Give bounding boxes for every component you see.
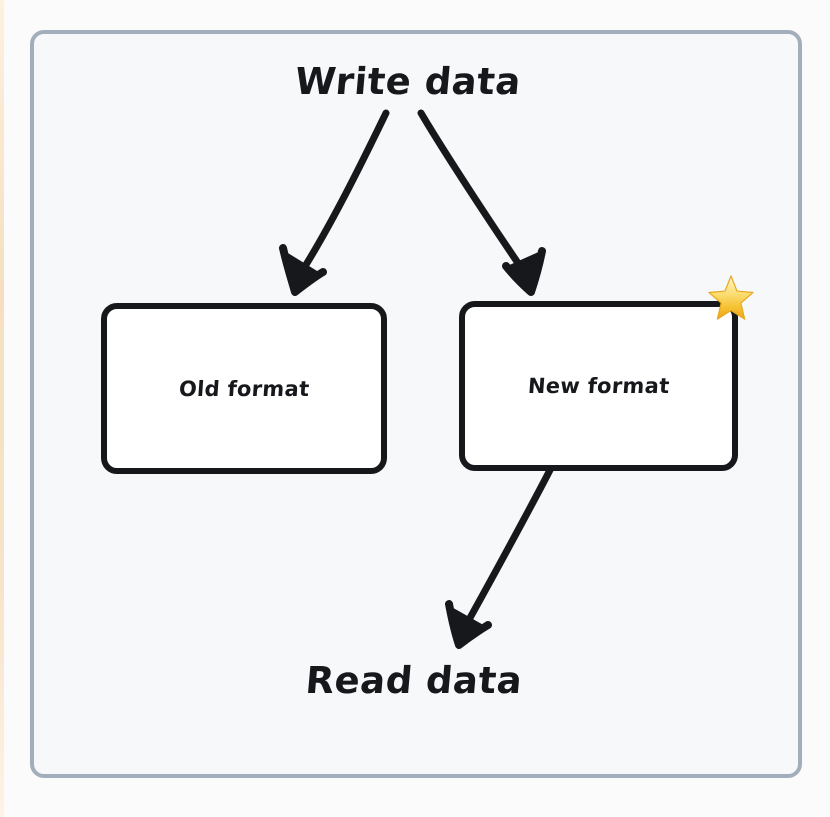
node-new-format-label: New format xyxy=(526,374,671,398)
node-new-format[interactable]: New format xyxy=(459,301,738,471)
write-data-label: Write data xyxy=(293,60,523,103)
star-icon xyxy=(708,275,754,320)
left-edge-strip xyxy=(0,0,4,817)
node-old-format[interactable]: Old format xyxy=(101,303,387,474)
node-old-format-label: Old format xyxy=(177,376,311,401)
read-data-label: Read data xyxy=(303,659,525,702)
